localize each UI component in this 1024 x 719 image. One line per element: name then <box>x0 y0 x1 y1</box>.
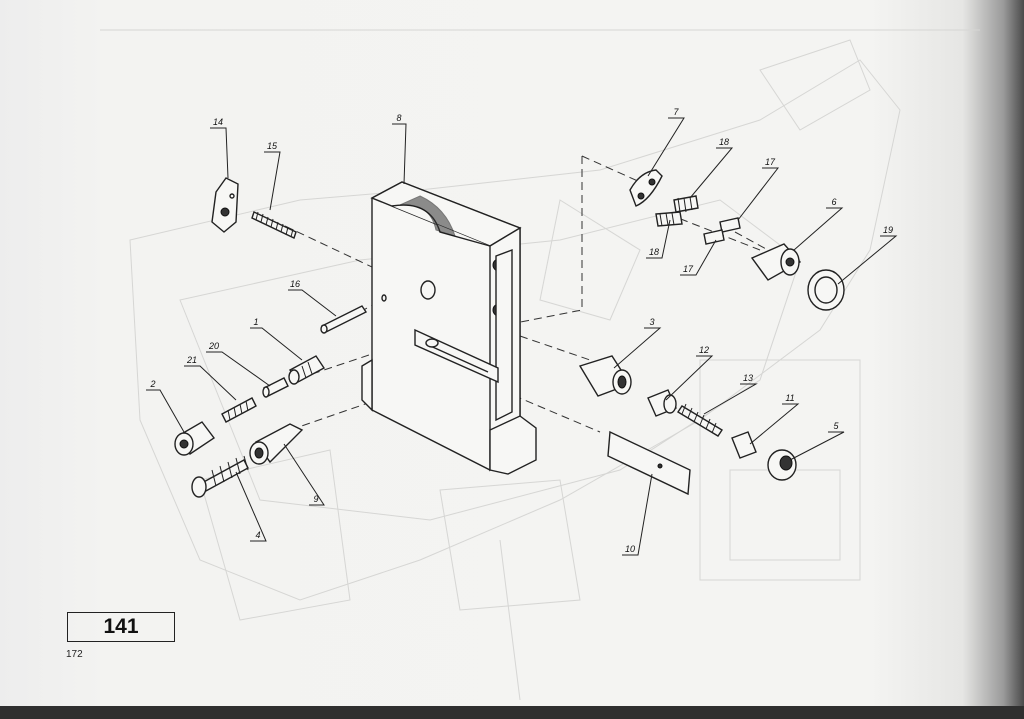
label-part-6: 6 <box>831 197 836 207</box>
part-3-sleeve <box>578 355 632 397</box>
scan-edge-shadow <box>0 706 1024 719</box>
label-part-3: 3 <box>649 317 654 327</box>
part-8-housing-block <box>361 181 537 475</box>
figure-number-box: 141 <box>67 612 175 642</box>
page-number: 172 <box>66 649 83 660</box>
part-20-pin <box>262 377 289 398</box>
part-18-springs <box>655 195 699 227</box>
part-10-plate <box>607 430 691 496</box>
label-part-5: 5 <box>833 421 839 431</box>
label-part-11: 11 <box>785 393 794 403</box>
part-15-spring <box>251 211 297 239</box>
part-19-ring <box>807 269 845 311</box>
label-part-14: 14 <box>213 117 223 127</box>
label-part-7: 7 <box>673 107 679 117</box>
label-part-16: 16 <box>290 279 300 289</box>
assembly-dash-lines <box>284 155 791 433</box>
part-11-pin <box>731 431 757 459</box>
part-13-spring <box>677 403 723 437</box>
part-2-knob <box>174 421 216 456</box>
label-part-15: 15 <box>267 141 278 151</box>
label-part-20: 20 <box>208 341 219 351</box>
part-4-spring-bolt <box>191 455 249 498</box>
leader-lines <box>146 117 898 556</box>
part-7-plate <box>629 169 663 207</box>
label-part-19: 19 <box>883 225 893 235</box>
label-part-12: 12 <box>699 345 709 355</box>
label-part-1: 1 <box>253 317 258 327</box>
part-17-pins <box>703 217 741 245</box>
part-1-plunger <box>288 355 326 385</box>
part-5-screw-cap <box>767 449 797 481</box>
label-part-8: 8 <box>396 113 401 123</box>
show-through-ghost-drawing <box>100 29 980 701</box>
label-part-10: 10 <box>625 544 635 554</box>
label-part-17-bottom: 17 <box>683 264 694 274</box>
part-16-pin <box>320 305 368 334</box>
label-part-21: 21 <box>186 355 197 365</box>
label-part-18-top: 18 <box>719 137 729 147</box>
part-14-latch <box>211 177 239 233</box>
part-21-spring <box>221 397 257 423</box>
label-part-9: 9 <box>313 494 318 504</box>
label-part-4: 4 <box>255 530 260 540</box>
label-part-2: 2 <box>149 379 155 389</box>
label-part-17-top: 17 <box>765 157 776 167</box>
part-9-sleeve <box>249 423 304 465</box>
figure-number: 141 <box>103 615 139 638</box>
label-part-18-bottom: 18 <box>649 247 659 257</box>
label-part-13: 13 <box>743 373 753 383</box>
part-6-bushing <box>750 243 802 281</box>
part-number-labels: 14 15 8 16 1 20 21 2 9 4 7 18 17 18 17 6… <box>149 107 893 554</box>
